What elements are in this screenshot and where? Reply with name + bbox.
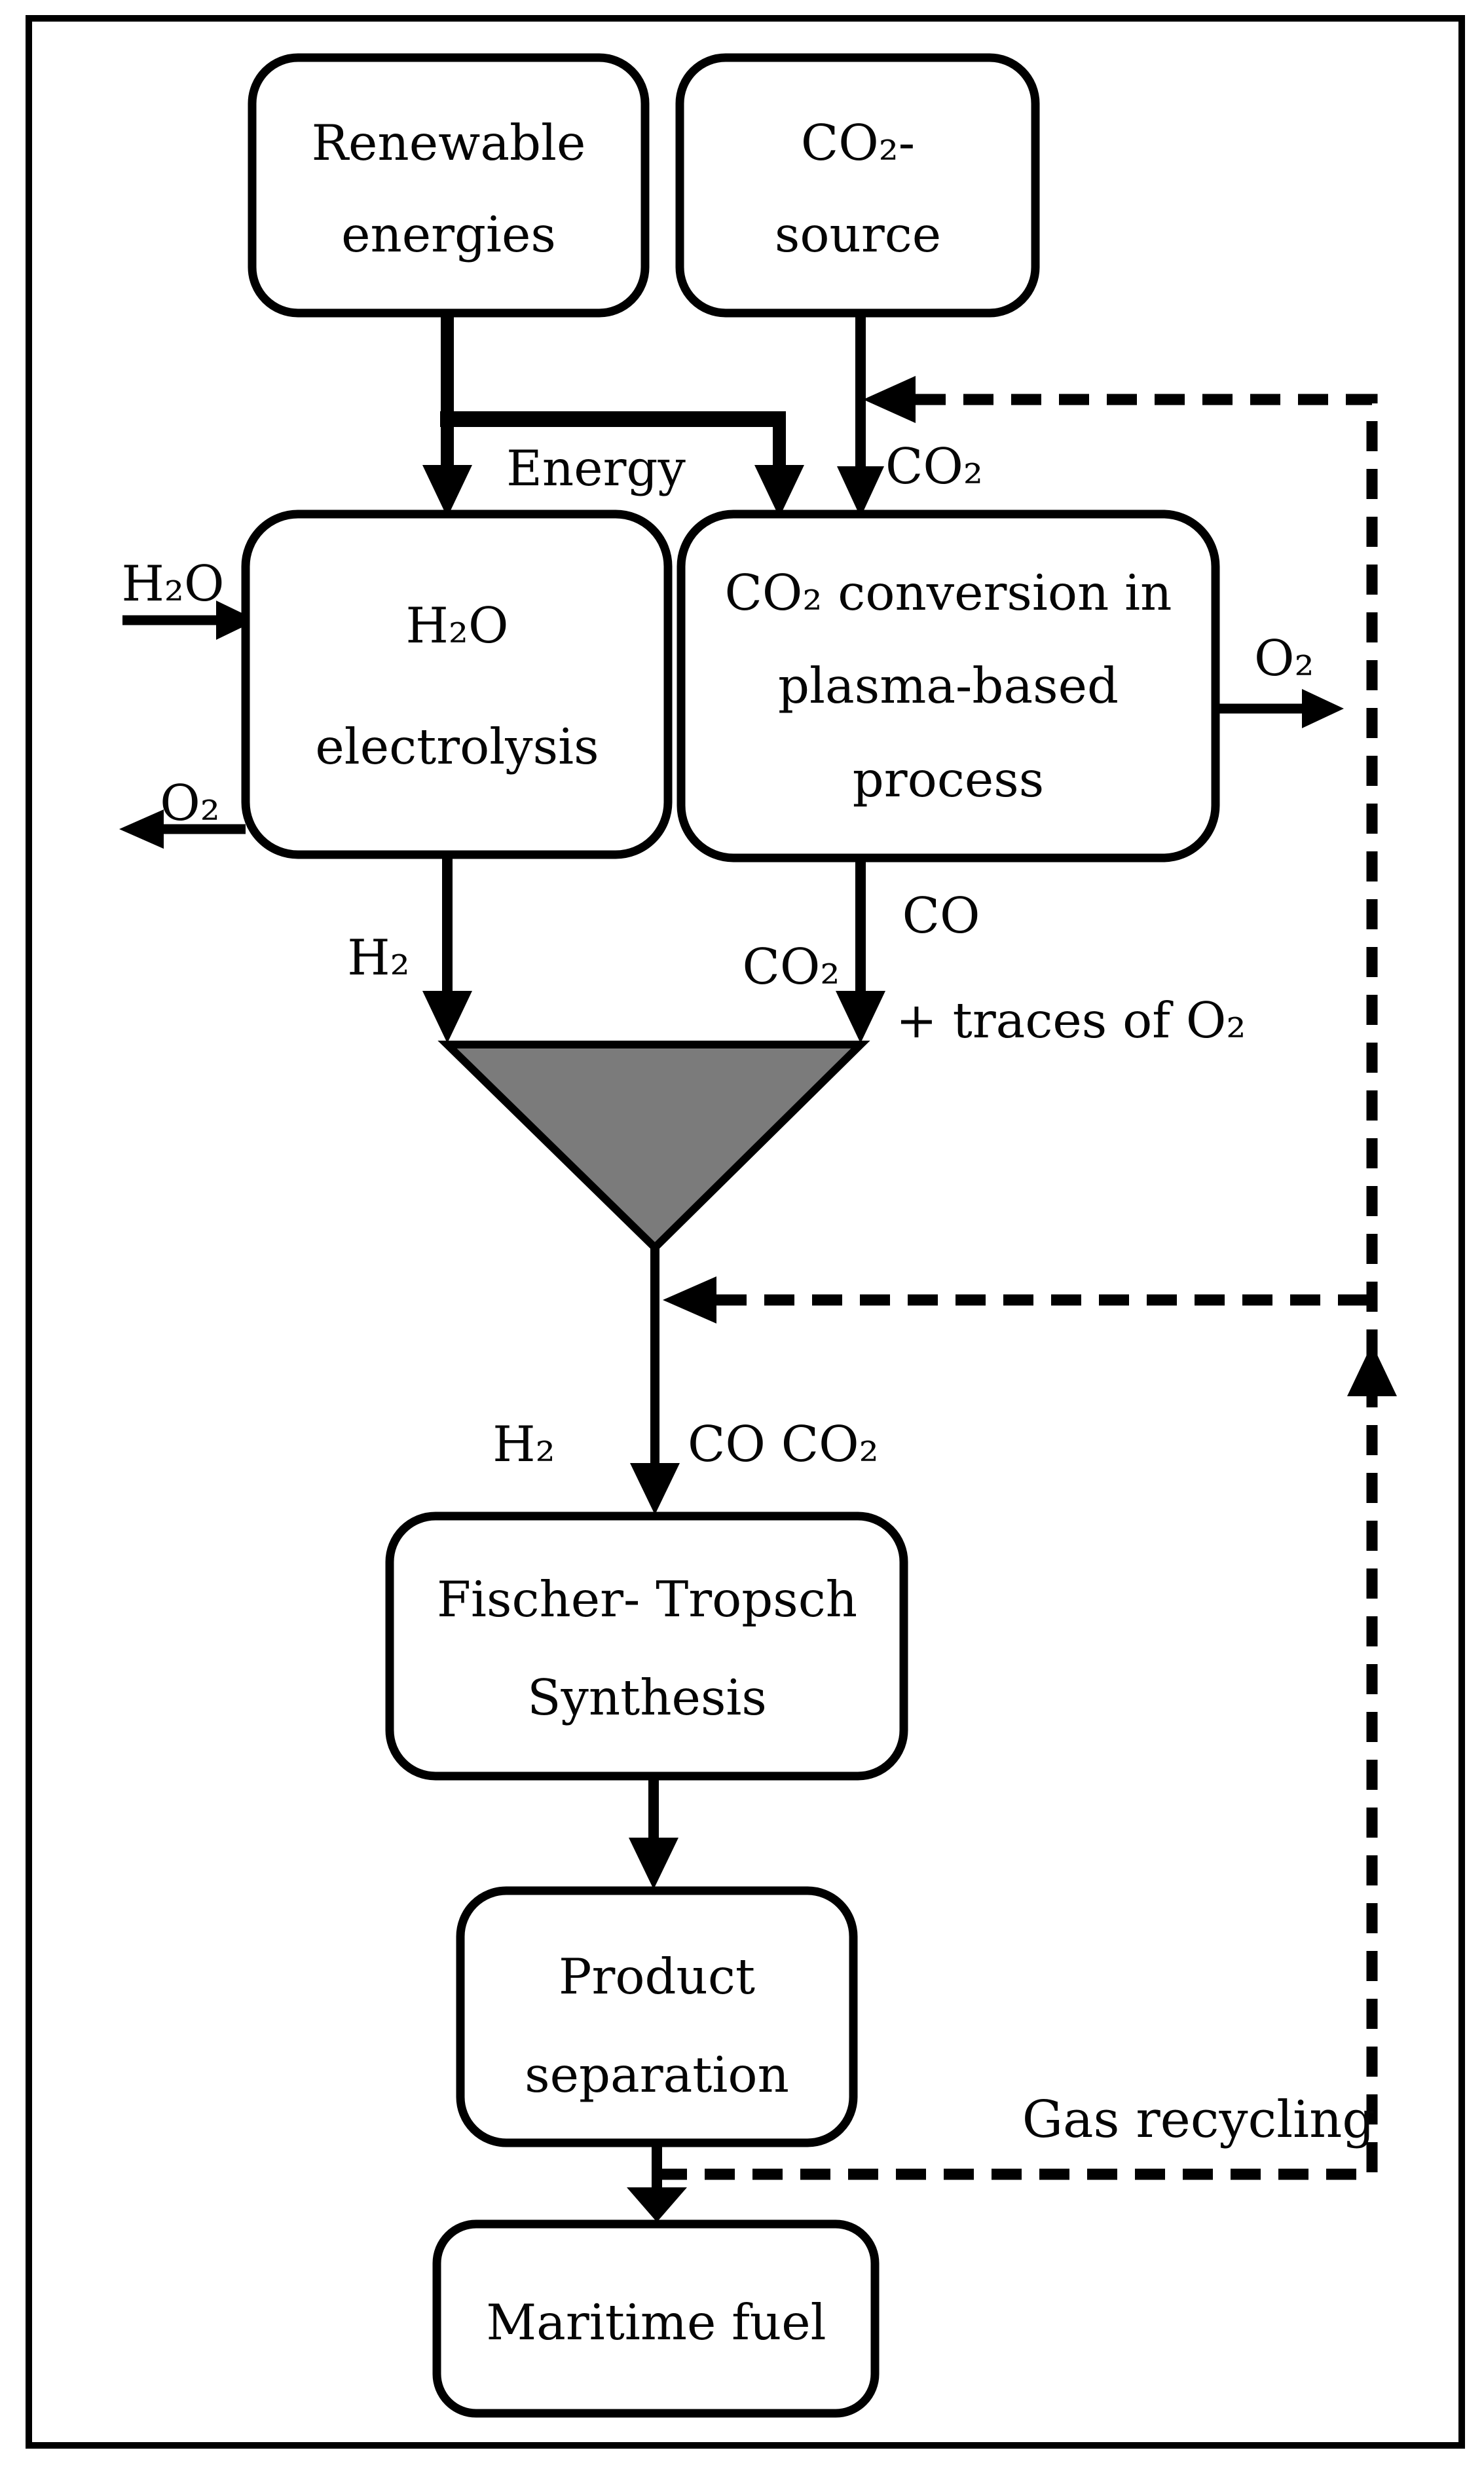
node-product-separation bbox=[456, 1886, 858, 2147]
plasma-line2: plasma-based bbox=[778, 657, 1119, 714]
node-fischer-tropsch bbox=[385, 1512, 908, 1781]
arrowhead-h2-into-mixer bbox=[422, 991, 472, 1043]
arrowhead-recycle-into-syngas bbox=[663, 1276, 716, 1324]
arrowhead-into-separation bbox=[629, 1838, 678, 1889]
node-h2o-electrolysis bbox=[241, 510, 673, 859]
fischer-tropsch-line2: Synthesis bbox=[527, 1669, 767, 1726]
figure-frame bbox=[26, 15, 1465, 2449]
gas-recycling-dashed-line bbox=[657, 394, 1378, 2180]
arrowhead-energy-into-plasma bbox=[754, 465, 804, 517]
label-co2-to-mixer: CO₂ bbox=[743, 938, 840, 995]
renewable-line2: energies bbox=[341, 206, 556, 263]
arrowhead-syngas-into-ft bbox=[630, 1463, 680, 1515]
product-separation-line1: Product bbox=[559, 1948, 755, 2005]
arrowhead-co-into-mixer bbox=[836, 991, 885, 1043]
node-renewable-energies bbox=[248, 53, 650, 318]
label-traces-o2: + traces of O₂ bbox=[896, 992, 1246, 1049]
label-h2-syngas: H₂ bbox=[492, 1415, 555, 1473]
plasma-line3: process bbox=[853, 751, 1044, 808]
arrowhead-recycle-up bbox=[1347, 1344, 1397, 1396]
label-energy: Energy bbox=[506, 439, 686, 497]
renewable-line1: Renewable bbox=[312, 114, 586, 172]
maritime-fuel-line1: Maritime fuel bbox=[486, 2293, 826, 2351]
electrolysis-line1: H₂O bbox=[406, 597, 509, 654]
plasma-line1: CO₂ conversion in bbox=[725, 564, 1172, 621]
node-maritime-fuel bbox=[432, 2219, 880, 2418]
arrowhead-energy-into-electrolysis bbox=[422, 465, 472, 517]
arrowhead-recycle-into-co2-feed bbox=[863, 376, 916, 423]
arrowhead-o2-out-right bbox=[1302, 689, 1344, 728]
product-separation-line2: separation bbox=[525, 2046, 789, 2104]
arrowhead-into-maritime-fuel bbox=[627, 2187, 687, 2222]
label-h2o-in: H₂O bbox=[122, 555, 225, 612]
fischer-tropsch-line1: Fischer- Tropsch bbox=[437, 1570, 857, 1628]
label-gas-recycling: Gas recycling bbox=[1022, 2090, 1375, 2149]
arrowhead-h2o-in bbox=[216, 601, 257, 640]
node-plasma-conversion bbox=[677, 510, 1220, 863]
electrolysis-line2: electrolysis bbox=[315, 718, 599, 775]
arrowhead-co2-into-plasma bbox=[837, 466, 884, 517]
mixer-triangle bbox=[437, 1041, 870, 1253]
arrowhead-o2-out-left bbox=[119, 809, 164, 849]
label-co2-feed: CO₂ bbox=[885, 437, 983, 495]
label-h2-to-mixer: H₂ bbox=[347, 929, 409, 986]
label-o2-out-right: O₂ bbox=[1254, 629, 1314, 687]
node-co2-source bbox=[675, 53, 1040, 318]
co2-source-line2: source bbox=[775, 206, 941, 263]
label-co-to-mixer: CO bbox=[902, 887, 980, 944]
label-o2-out-left: O₂ bbox=[160, 774, 220, 832]
label-co-co2-syngas: CO CO₂ bbox=[688, 1415, 879, 1473]
co2-source-line1: CO₂- bbox=[801, 114, 915, 172]
